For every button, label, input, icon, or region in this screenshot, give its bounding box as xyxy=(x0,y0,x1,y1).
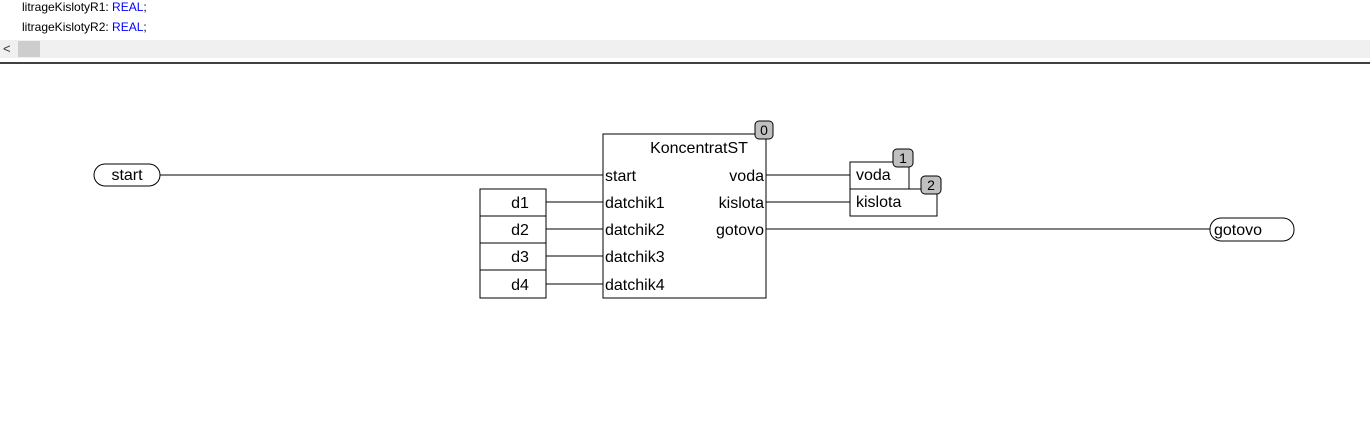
block-output-pin: kislota xyxy=(719,195,764,212)
exec-order-number: 1 xyxy=(899,150,907,166)
input-start-label: start xyxy=(111,167,143,184)
function-block[interactable]: KoncentratST start datchik1 datchik2 dat… xyxy=(602,133,767,299)
output-gotovo[interactable]: gotovo xyxy=(1209,217,1295,242)
block-input-pin: start xyxy=(605,168,637,185)
input-variable[interactable]: d3 xyxy=(479,242,547,271)
variable-name: litrageKislotyR2 xyxy=(22,20,106,34)
block-title: KoncentratST xyxy=(650,140,748,157)
exec-order-number: 0 xyxy=(760,122,768,138)
scrollbar-thumb[interactable] xyxy=(18,41,40,57)
input-start[interactable]: start xyxy=(93,163,161,187)
exec-order-badge: 0 xyxy=(754,120,774,140)
declaration-editor[interactable]: litrageKislotyR1: REAL; litrageKislotyR2… xyxy=(0,0,1370,40)
exec-order-badge: 2 xyxy=(920,175,942,195)
output-variable-label: voda xyxy=(856,167,891,184)
block-input-pin: datchik1 xyxy=(605,195,665,212)
input-variable-label: d3 xyxy=(511,249,529,266)
block-input-pin: datchik4 xyxy=(605,277,665,294)
input-variable-label: d1 xyxy=(511,195,529,212)
output-gotovo-label: gotovo xyxy=(1214,222,1262,239)
block-output-pin: gotovo xyxy=(716,222,764,239)
input-variable[interactable]: d1 xyxy=(479,188,547,217)
block-input-pin: datchik2 xyxy=(605,222,665,239)
editor-splitter[interactable] xyxy=(0,62,1370,64)
output-variable-label: kislota xyxy=(856,194,901,211)
block-output-pin: voda xyxy=(729,168,764,185)
variable-name: litrageKislotyR1 xyxy=(22,0,106,14)
input-variable-label: d4 xyxy=(511,277,529,294)
input-variable-label: d2 xyxy=(511,222,529,239)
scroll-left-arrow-icon[interactable]: < xyxy=(3,41,11,56)
exec-order-number: 2 xyxy=(927,177,935,193)
declaration-line[interactable]: litrageKislotyR2: REAL; xyxy=(22,20,147,34)
block-input-pin: datchik3 xyxy=(605,249,665,266)
input-variable[interactable]: d2 xyxy=(479,215,547,244)
input-variable[interactable]: d4 xyxy=(479,269,547,299)
exec-order-badge: 1 xyxy=(892,148,914,168)
variable-type: REAL xyxy=(112,0,144,14)
variable-type: REAL xyxy=(112,20,144,34)
declaration-line[interactable]: litrageKislotyR1: REAL; xyxy=(22,0,147,14)
horizontal-scrollbar[interactable]: < xyxy=(0,40,1370,58)
